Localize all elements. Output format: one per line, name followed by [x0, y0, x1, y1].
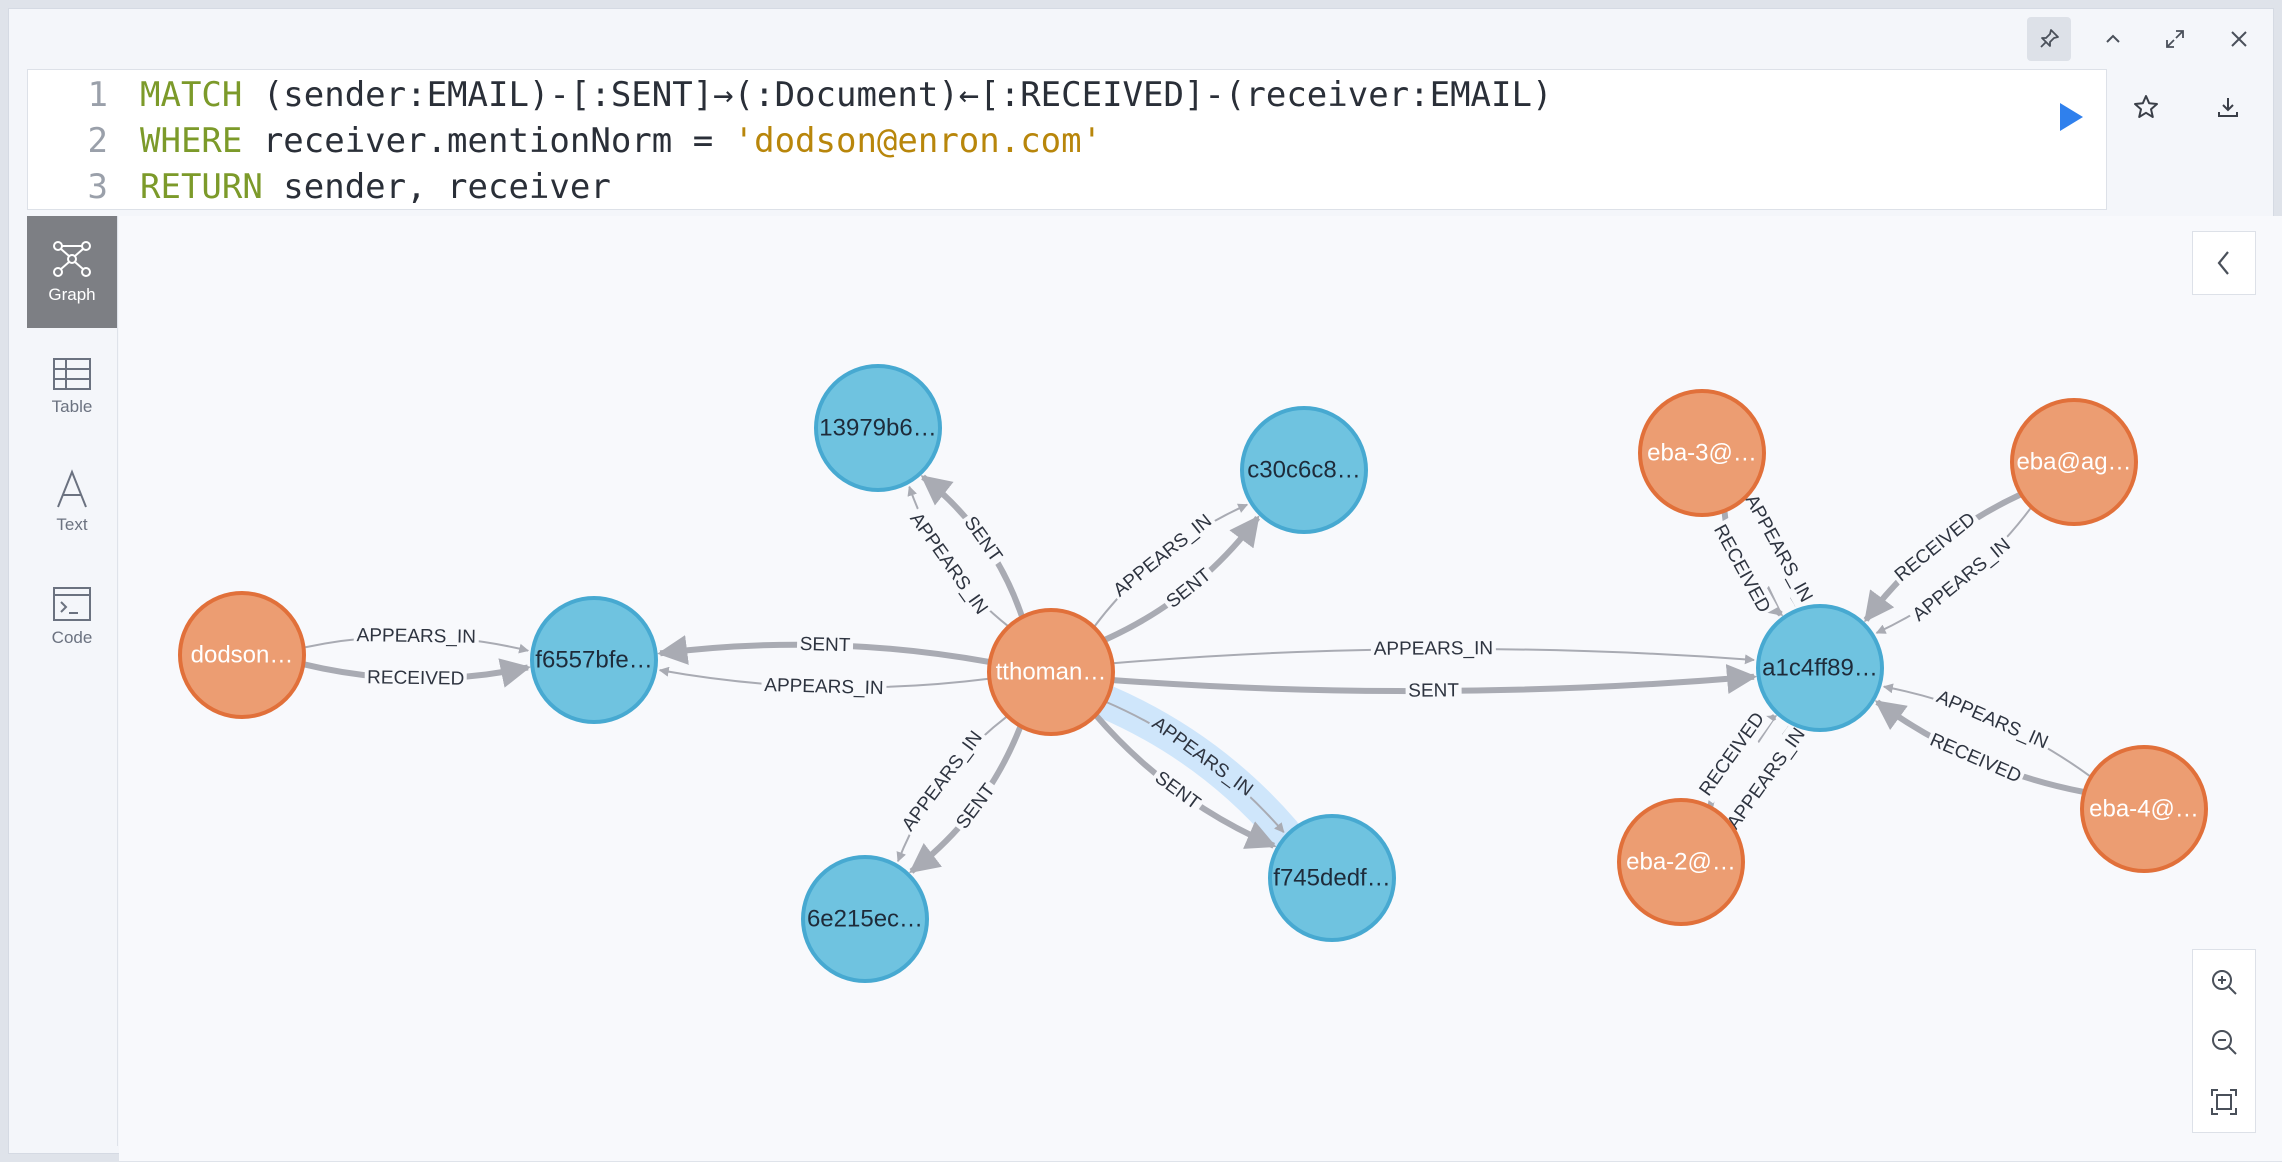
zoom-in-button[interactable] — [2193, 952, 2255, 1012]
code-icon — [53, 587, 91, 621]
email-node[interactable]: eba@ag… — [2010, 398, 2138, 526]
relationship-label: APPEARS_IN — [356, 625, 476, 648]
zoom-controls — [2192, 949, 2256, 1133]
email-node[interactable]: eba-3@… — [1638, 389, 1766, 517]
play-icon — [2060, 103, 2083, 131]
node-label: dodson… — [191, 642, 294, 669]
relationship-sent[interactable]: SENT — [909, 725, 1024, 874]
view-tab-label: Graph — [48, 285, 96, 304]
chevron-up-icon[interactable] — [2091, 17, 2135, 61]
view-tab-table[interactable]: Table — [27, 331, 117, 443]
query-text: sender, receiver — [262, 167, 611, 207]
nodes-layer: dodson… f6557bfe… tthoman… 13979b6… c30c6c8…… — [178, 364, 2208, 983]
node-label: 6e215ec… — [807, 906, 923, 933]
relationship-received[interactable]: RECEIVED — [303, 658, 531, 693]
email-node[interactable]: eba-4@… — [2080, 745, 2208, 873]
email-node[interactable]: tthoman… — [987, 608, 1115, 736]
node-label: eba-3@… — [1647, 440, 1757, 467]
document-node[interactable]: c30c6c8… — [1240, 406, 1368, 534]
view-sidebar: Graph Table Text Code — [27, 216, 118, 1146]
line-number: 3 — [87, 167, 108, 207]
relationship-label: APPEARS_IN — [764, 675, 884, 699]
favorite-button[interactable] — [2124, 85, 2168, 129]
fit-icon — [2211, 1089, 2237, 1115]
query-keyword: MATCH — [140, 75, 243, 115]
collapse-panel-button[interactable] — [2192, 231, 2256, 295]
view-tab-label: Code — [51, 628, 93, 647]
graph-visualization[interactable]: RECEIVED APPEARS_IN SENT APPEARS_IN SENT APPE… — [119, 216, 2282, 1161]
node-label: f6557bfe… — [535, 647, 652, 674]
view-tab-label: Text — [56, 515, 88, 534]
document-node[interactable]: 13979b6… — [814, 364, 942, 492]
line-number: 1 — [87, 75, 108, 115]
email-node[interactable]: dodson… — [178, 591, 306, 719]
pin-icon[interactable] — [2027, 17, 2071, 61]
expand-icon[interactable] — [2153, 17, 2197, 61]
result-frame: 1 MATCH (sender:EMAIL)-[:SENT]→(:Document… — [8, 8, 2282, 1161]
relationship-appears-in[interactable]: APPEARS_IN — [658, 666, 989, 702]
view-tab-label: Table — [51, 397, 93, 416]
view-tab-text[interactable]: Text — [27, 446, 117, 558]
view-tab-code[interactable]: Code — [27, 561, 117, 673]
text-icon — [57, 469, 87, 508]
node-label: eba-4@… — [2089, 796, 2199, 823]
relationship-label: SENT — [1408, 680, 1459, 701]
star-icon — [2134, 95, 2158, 118]
query-string: 'dodson@enron.com' — [733, 121, 1103, 161]
zoom-out-icon — [2212, 1030, 2237, 1055]
close-icon[interactable] — [2217, 17, 2261, 61]
relationship-label: APPEARS_IN — [1374, 638, 1493, 660]
zoom-out-button[interactable] — [2193, 1012, 2255, 1072]
run-button[interactable] — [2047, 93, 2095, 141]
document-node[interactable]: f6557bfe… — [530, 596, 658, 724]
chevron-left-icon — [2217, 251, 2229, 275]
query-line: 1 MATCH (sender:EMAIL)-[:SENT]→(:Document… — [28, 72, 1553, 118]
email-node[interactable]: eba-2@… — [1617, 798, 1745, 926]
relationship-sent[interactable]: SENT — [1112, 664, 1758, 705]
graph-icon — [53, 241, 91, 277]
node-label: tthoman… — [996, 659, 1107, 686]
relationship-label: SENT — [799, 634, 851, 656]
zoom-in-icon — [2212, 970, 2237, 995]
fit-to-screen-button[interactable] — [2193, 1072, 2255, 1132]
relationship-sent[interactable]: SENT — [657, 631, 990, 665]
query-line: 2 WHERE receiver.mentionNorm = 'dodson@en… — [28, 118, 1103, 164]
node-label: 13979b6… — [819, 415, 936, 442]
document-node[interactable]: f745dedf… — [1268, 814, 1396, 942]
query-text: receiver.mentionNorm = — [242, 121, 734, 161]
query-editor[interactable]: 1 MATCH (sender:EMAIL)-[:SENT]→(:Document… — [27, 69, 2107, 210]
line-number: 2 — [87, 121, 108, 161]
node-label: eba@ag… — [2016, 449, 2131, 476]
node-label: c30c6c8… — [1247, 457, 1360, 484]
document-node[interactable]: a1c4ff89… — [1756, 604, 1884, 732]
download-icon — [2218, 98, 2238, 117]
relationship-label: RECEIVED — [367, 667, 464, 689]
download-button[interactable] — [2206, 85, 2250, 129]
query-text: (sender:EMAIL)-[:SENT]→(:Document)←[:REC… — [242, 75, 1553, 115]
query-keyword: WHERE — [140, 121, 243, 161]
document-node[interactable]: 6e215ec… — [801, 855, 929, 983]
relationship-appears-in[interactable]: APPEARS_IN — [303, 622, 530, 654]
node-label: f745dedf… — [1273, 865, 1390, 892]
relationship-appears-in[interactable]: APPEARS_IN — [1112, 635, 1755, 665]
node-label: a1c4ff89… — [1762, 655, 1878, 682]
view-tab-graph[interactable]: Graph — [27, 216, 117, 328]
graph-canvas[interactable]: RECEIVED APPEARS_IN SENT APPEARS_IN SENT APPE… — [119, 216, 2282, 1161]
node-label: eba-2@… — [1626, 849, 1736, 876]
query-line: 3 RETURN sender, receiver — [28, 164, 611, 210]
table-icon — [53, 358, 91, 390]
query-keyword: RETURN — [140, 167, 263, 207]
